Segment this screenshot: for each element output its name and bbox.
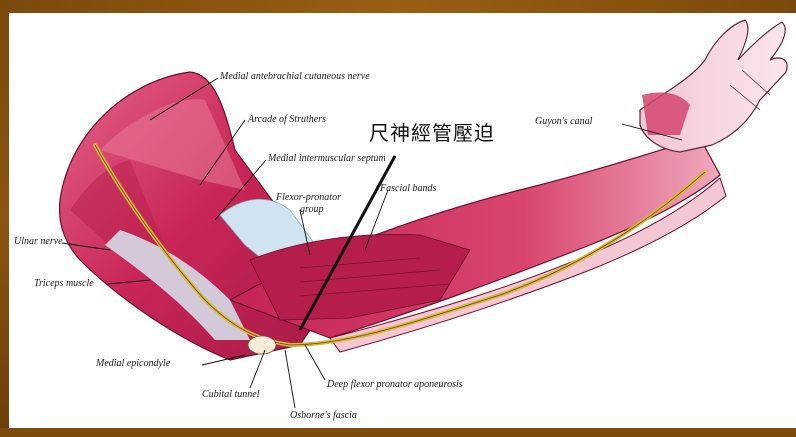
label-triceps-muscle: Triceps muscle (34, 279, 94, 289)
label-osbornes-fascia: Osborne's fascia (290, 411, 357, 421)
slide-title: 尺神經管壓迫 (369, 123, 495, 143)
label-group: group (300, 205, 324, 215)
label-fascial-bands: Fascial bands (380, 184, 436, 194)
label-flexor-pronator: Flexor-pronator (276, 193, 341, 203)
label-medial-antebrachial-cutaneous-nerve: Medial antebrachial cutaneous nerve (220, 72, 370, 82)
label-ulnar-nerve: Ulnar nerve (14, 237, 63, 247)
label-arcade-of-struthers: Arcade of Struthers (248, 115, 326, 125)
label-cubital-tunnel: Cubital tunnel (202, 390, 260, 400)
label-medial-intermuscular-septum: Medial intermuscular septum (268, 154, 386, 164)
slide-frame-top (0, 0, 796, 13)
slide-frame-bottom (0, 428, 796, 437)
label-medial-epicondyle: Medial epicondyle (96, 359, 170, 369)
label-deep-flexor-pronator-aponeurosis: Deep flexor pronator aponeurosis (327, 380, 463, 390)
slide-frame-left (0, 0, 9, 437)
label-guyons-canal: Guyon's canal (535, 117, 592, 127)
